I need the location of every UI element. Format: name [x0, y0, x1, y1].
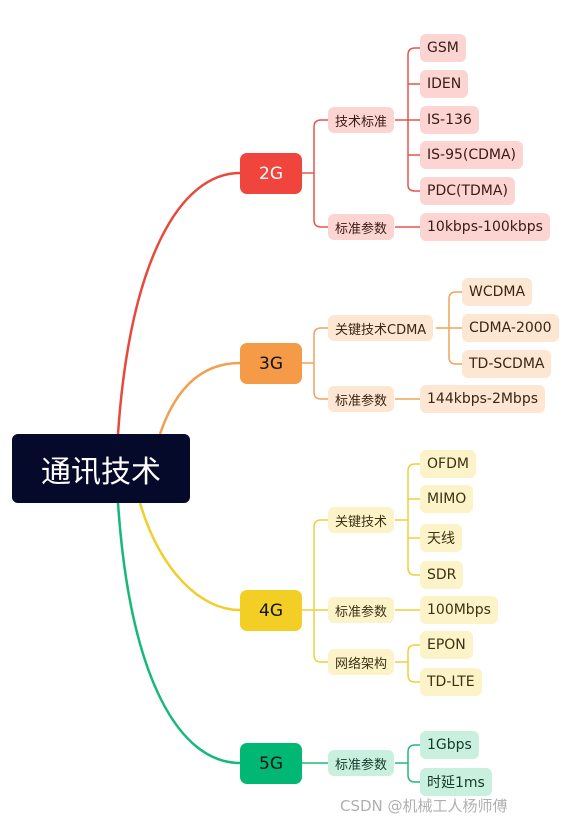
leaf-4g-epon[interactable]: EPON	[420, 631, 473, 659]
leaf-2g-is95[interactable]: IS-95(CDMA)	[420, 141, 524, 169]
node-4g-params[interactable]: 标准参数	[328, 597, 395, 623]
leaf-4g-sdr[interactable]: SDR	[420, 561, 464, 589]
node-2g-tech-standard[interactable]: 技术标准	[328, 107, 395, 133]
edge-root-2g	[116, 171, 241, 435]
watermark-text: CSDN @机械工人杨师傅	[340, 797, 508, 815]
leaf-4g-rate[interactable]: 100Mbps	[420, 596, 498, 624]
leaf-3g-wcdma[interactable]: WCDMA	[462, 278, 533, 306]
edge-root-3g	[158, 361, 241, 435]
leaf-5g-latency[interactable]: 时延1ms	[420, 768, 492, 796]
node-4g[interactable]: 4G	[240, 590, 302, 631]
leaf-2g-gsm[interactable]: GSM	[420, 34, 466, 62]
node-2g-params[interactable]: 标准参数	[328, 214, 395, 240]
node-5g-params[interactable]: 标准参数	[328, 750, 395, 776]
leaf-3g-cdma2000[interactable]: CDMA-2000	[462, 314, 559, 342]
node-3g-params[interactable]: 标准参数	[328, 386, 395, 412]
leaf-3g-tdscdma[interactable]: TD-SCDMA	[462, 350, 552, 378]
node-2g[interactable]: 2G	[240, 153, 302, 194]
leaf-4g-mimo[interactable]: MIMO	[420, 485, 474, 513]
leaf-2g-is136[interactable]: IS-136	[420, 106, 479, 134]
edge-root-5g	[116, 502, 241, 765]
leaf-5g-rate[interactable]: 1Gbps	[420, 731, 479, 759]
leaf-4g-antenna[interactable]: 天线	[420, 524, 462, 552]
leaf-2g-iden[interactable]: IDEN	[420, 70, 469, 98]
node-5g[interactable]: 5G	[240, 743, 302, 784]
leaf-2g-pdc[interactable]: PDC(TDMA)	[420, 177, 515, 205]
node-3g[interactable]: 3G	[240, 343, 302, 384]
leaf-4g-ofdm[interactable]: OFDM	[420, 450, 476, 478]
node-3g-key-tech[interactable]: 关键技术CDMA	[328, 315, 434, 341]
leaf-2g-rate[interactable]: 10kbps-100kbps	[420, 213, 550, 241]
leaf-3g-rate[interactable]: 144kbps-2Mbps	[420, 385, 546, 413]
root-node[interactable]: 通讯技术	[12, 434, 190, 503]
edge-root-4g	[138, 502, 241, 612]
leaf-4g-tdlte[interactable]: TD-LTE	[420, 668, 482, 696]
node-4g-network[interactable]: 网络架构	[328, 649, 395, 675]
node-4g-key-tech[interactable]: 关键技术	[328, 507, 395, 533]
